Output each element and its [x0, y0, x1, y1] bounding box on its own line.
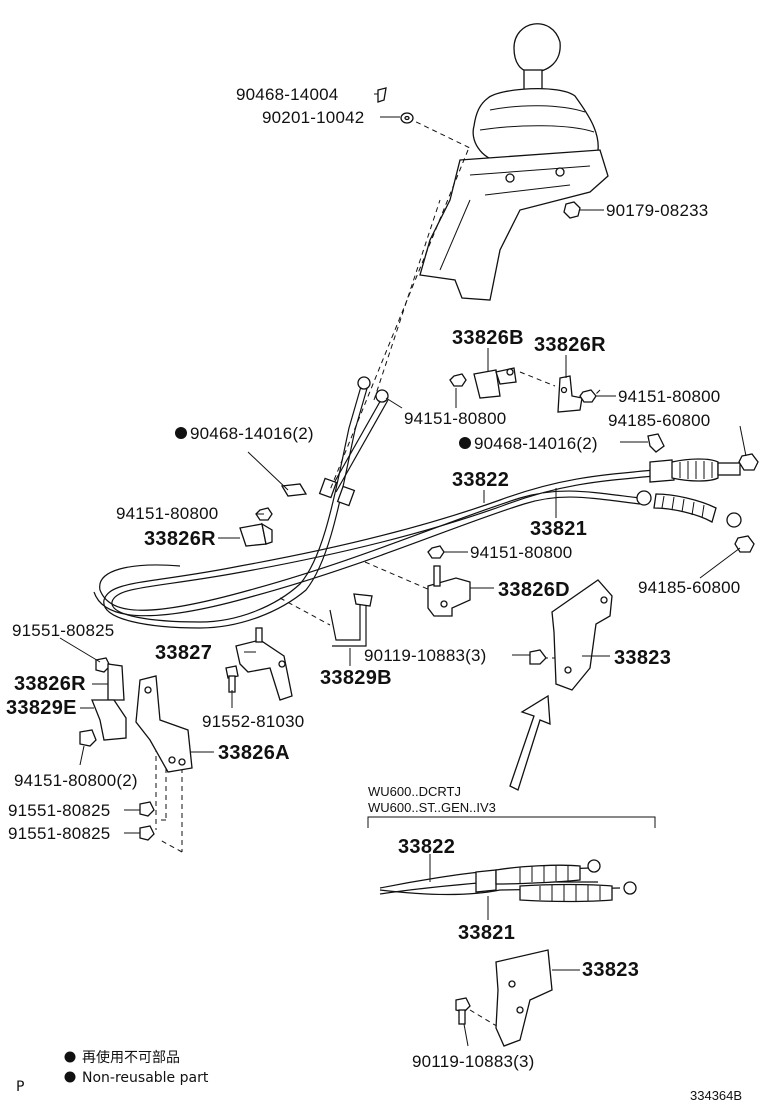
- part-labels: 90468-14004 90201-10042 90179-08233 3382…: [6, 85, 740, 843]
- bracket-33826R-mid: [239, 522, 273, 547]
- leader-lines: [59, 93, 747, 834]
- label-33826D: 33826D: [498, 579, 570, 601]
- label-94151-80800-a: 94151-80800: [618, 387, 720, 406]
- bracket-33829E: [91, 699, 127, 741]
- label-91551-80825-b: 91551-80825: [8, 801, 110, 820]
- page-letter: P: [16, 1079, 24, 1095]
- label-90468-14016-b: 90468-14016(2): [474, 434, 598, 453]
- bracket-33823: [551, 579, 613, 691]
- washer-90201-10042: [400, 112, 414, 124]
- legend-marker-jp: [64, 1051, 76, 1063]
- label-94151-80800-2: 94151-80800(2): [14, 771, 138, 790]
- legend-marker-en: [64, 1071, 76, 1083]
- legend-text-jp: 再使用不可部品: [82, 1049, 180, 1066]
- bolt-91551-80825-c: [139, 825, 155, 841]
- nut-94151-80800-a: [579, 389, 597, 403]
- bolt-91552-81030: [225, 665, 239, 693]
- cable-ends-transmission: [636, 458, 742, 528]
- legend-text-en: Non-reusable part: [82, 1070, 209, 1086]
- label-33829E: 33829E: [6, 697, 77, 719]
- label-94185-60800-a: 94185-60800: [608, 411, 710, 430]
- clip-90468-14016-right: [647, 433, 665, 453]
- diagram-code: 334364B: [690, 1088, 742, 1103]
- label-90119-10883-a: 90119-10883(3): [364, 646, 487, 665]
- label-33826A: 33826A: [218, 742, 290, 764]
- bracket-33826D: [427, 565, 471, 617]
- label-33826R-top: 33826R: [534, 334, 606, 356]
- label-33826R-left: 33826R: [14, 673, 86, 695]
- variant-label-33821: 33821: [458, 922, 515, 944]
- non-reusable-marker: [175, 427, 187, 439]
- label-33822: 33822: [452, 469, 509, 491]
- bracket-33826R-left: [107, 663, 125, 701]
- label-90179-08233: 90179-08233: [606, 201, 708, 220]
- label-94151-80800-b: 94151-80800: [404, 409, 506, 428]
- variant-label-33822: 33822: [398, 836, 455, 858]
- clip-90468-14004: [377, 87, 387, 103]
- bracket-33826R-top: [557, 375, 583, 413]
- label-91551-80825-c: 91551-80825: [8, 824, 110, 843]
- label-91551-80825-a: 91551-80825: [12, 621, 114, 640]
- nut-94151-80800-d: [427, 545, 445, 559]
- clip-90468-14016-left: [280, 483, 308, 497]
- bolt-91551-80825-b: [139, 801, 155, 817]
- variant-line-1: WU600..DCRTJ: [368, 784, 461, 799]
- label-33829B: 33829B: [320, 667, 392, 689]
- cable-33821: [93, 397, 641, 617]
- label-94151-80800-c: 94151-80800: [116, 504, 218, 523]
- label-33823: 33823: [614, 647, 671, 669]
- label-94185-60800-b: 94185-60800: [638, 578, 740, 597]
- bracket-33829B: [329, 593, 373, 647]
- bracket-33826B: [449, 367, 517, 399]
- bolt-90119-10883-a: [529, 649, 547, 665]
- variant-bracket: [367, 816, 656, 828]
- cable-33822: [103, 382, 656, 629]
- shift-lever-assembly: [419, 23, 609, 301]
- bracket-33826A: [135, 675, 193, 773]
- label-33821: 33821: [530, 518, 587, 540]
- label-91552-81030: 91552-81030: [202, 712, 304, 731]
- variant-inset: WU600..DCRTJ WU600..ST..GEN..IV3 33822 3…: [367, 784, 656, 1071]
- bolt-94151-80800-2: [79, 729, 97, 747]
- label-90468-14016-a: 90468-14016(2): [190, 424, 314, 443]
- label-90201-10042: 90201-10042: [262, 108, 364, 127]
- label-94151-80800-d: 94151-80800: [470, 543, 572, 562]
- cable-ends-lever: [318, 376, 389, 507]
- variant-label-33823: 33823: [582, 959, 639, 981]
- variant-label-90119-10883: 90119-10883(3): [412, 1052, 535, 1071]
- variant-line-2: WU600..ST..GEN..IV3: [368, 800, 496, 815]
- nut-94185-60800-a: [738, 453, 759, 471]
- non-reusable-marker: [459, 437, 471, 449]
- legend: 再使用不可部品 Non-reusable part: [64, 1049, 209, 1086]
- label-33826R-mid: 33826R: [144, 528, 216, 550]
- label-90468-14004: 90468-14004: [236, 85, 338, 104]
- bracket-33827: [235, 627, 293, 701]
- label-33827: 33827: [155, 642, 212, 664]
- reference-arrow: [509, 694, 551, 791]
- label-33826B: 33826B: [452, 327, 524, 349]
- nut-90179-08233: [563, 201, 581, 219]
